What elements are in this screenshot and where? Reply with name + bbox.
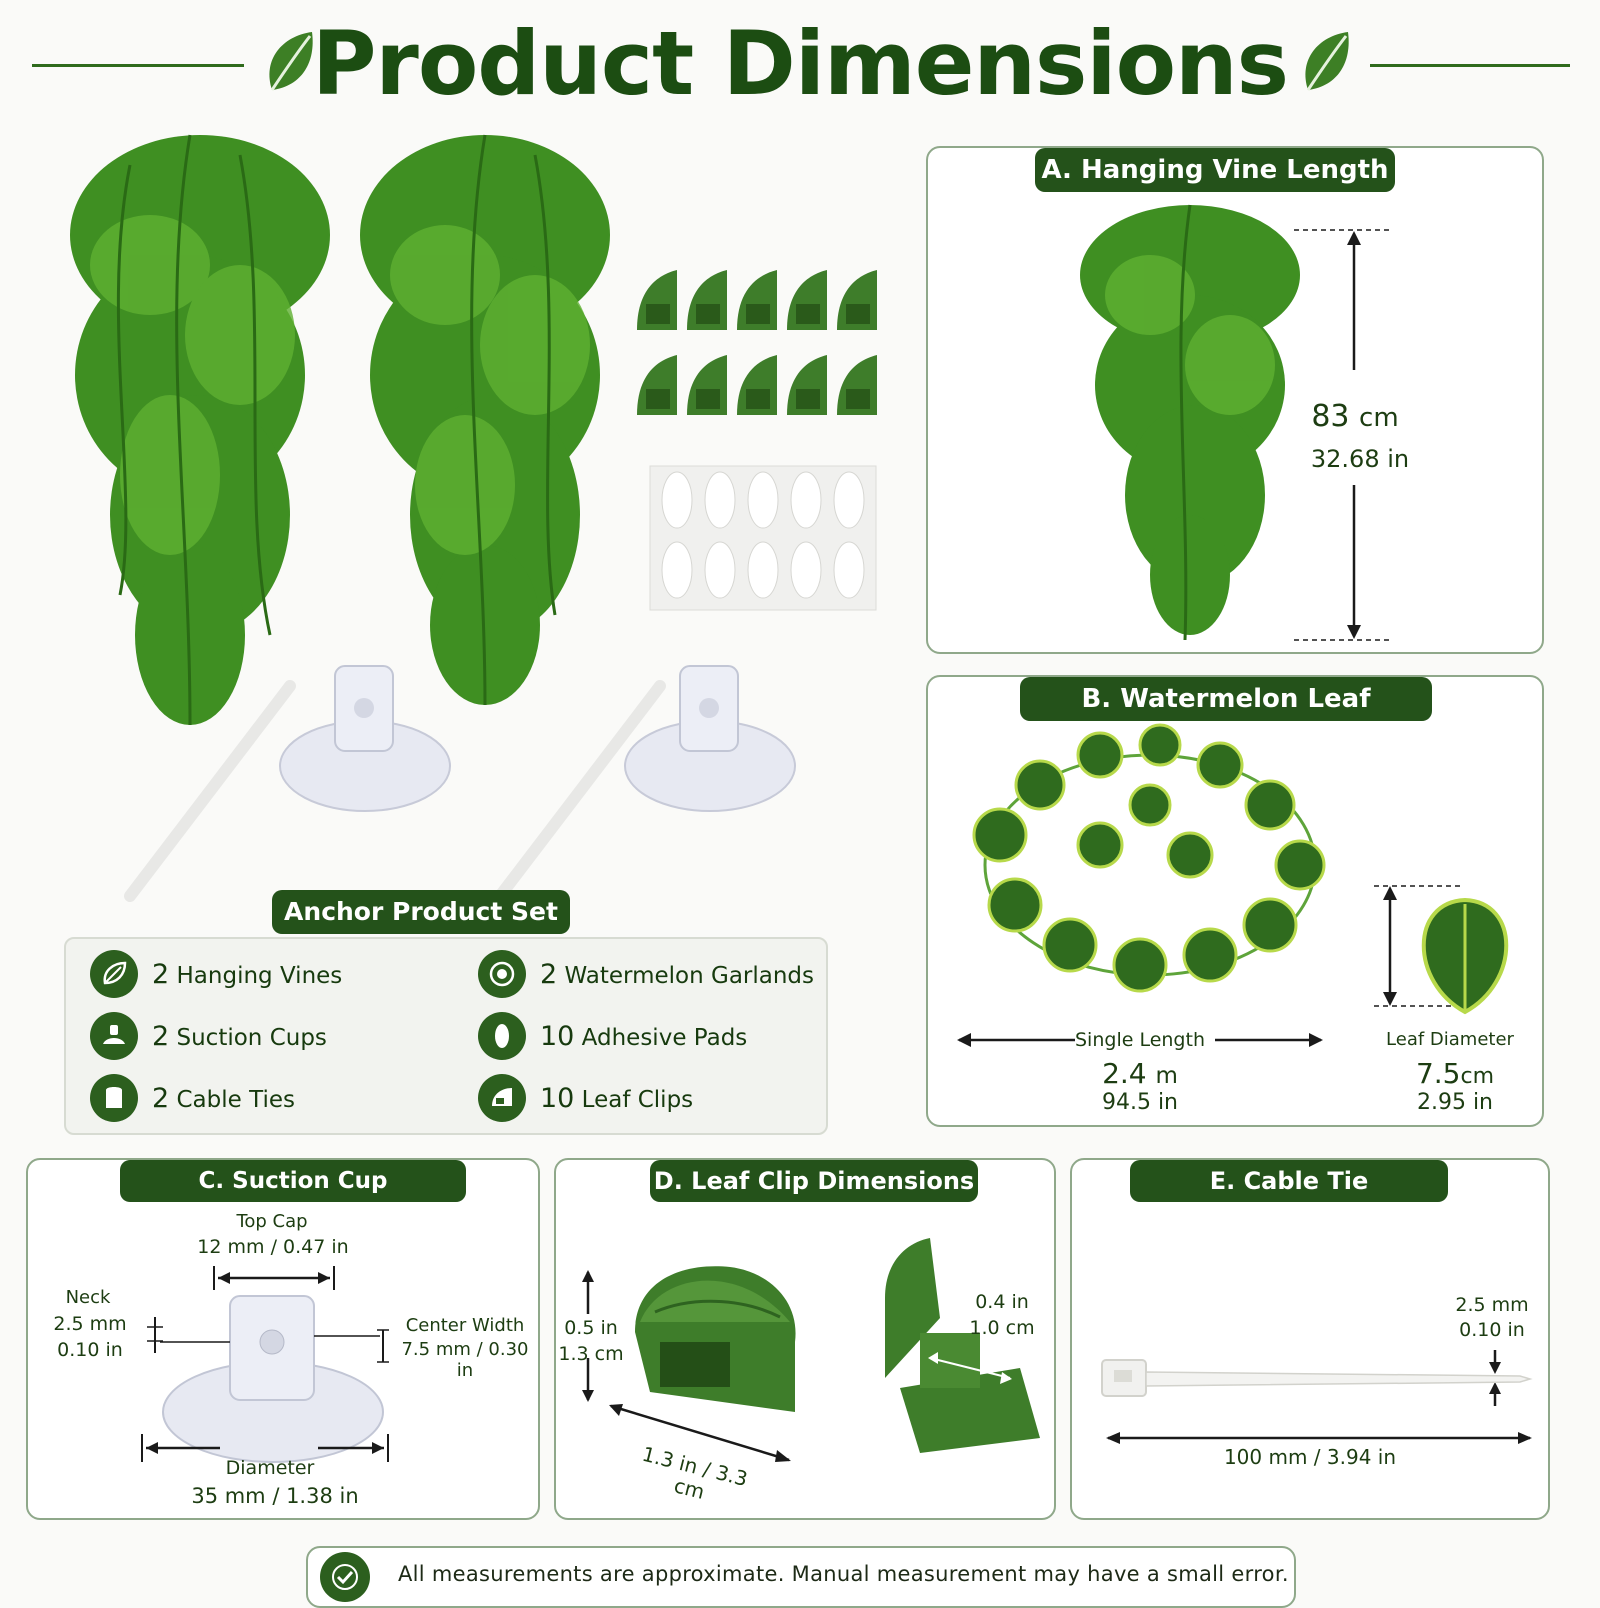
neck-mm: 2.5 mm (53, 1313, 127, 1335)
set-item-adhesive-pads: 10 Adhesive Pads (478, 1012, 747, 1060)
garland-icon (478, 950, 526, 998)
suction-cup-icon (90, 1012, 138, 1060)
suction-diameter-label: Diameter (225, 1457, 315, 1479)
clip-height-cm: 1.3 cm (558, 1343, 624, 1365)
clip-gap-in: 0.4 in (975, 1291, 1029, 1313)
panel-cable-tie-dimensions (1070, 1158, 1550, 1520)
hanging-vine-image (1080, 204, 1300, 641)
top-cap-value: 12 mm / 0.47 in (197, 1236, 349, 1258)
leaf-diameter-in: 2.95 in (1416, 1090, 1494, 1115)
item-label: Leaf Clips (581, 1086, 694, 1113)
cable-tie-icon (90, 1074, 138, 1122)
item-label: Adhesive Pads (581, 1024, 748, 1051)
vine-length-in: 32.68 in (1310, 445, 1410, 473)
suction-cup-image (124, 665, 451, 902)
anchor-set-box (64, 937, 828, 1135)
leaf-clip-open-image (885, 1238, 1040, 1453)
leaf-diameter-label: Leaf Diameter (1386, 1029, 1514, 1050)
page-title: Product Dimensions (311, 12, 1289, 115)
item-count: 2 (540, 958, 558, 990)
garland-length-in: 94.5 in (1101, 1090, 1179, 1115)
hanging-vine-image (70, 134, 330, 726)
clip-gap-cm: 1.0 cm (969, 1317, 1035, 1339)
center-width-label: Center Width (405, 1315, 525, 1336)
item-count: 2 (152, 1020, 170, 1052)
clip-height-in: 0.5 in (564, 1317, 618, 1339)
item-count: 2 (152, 1082, 170, 1114)
leaf-clip-height-dimension (582, 1270, 594, 1402)
item-label: Cable Ties (176, 1086, 295, 1113)
panel-b-title: B. Watermelon Leaf Garland (1020, 677, 1432, 758)
neck-in: 0.10 in (57, 1339, 123, 1361)
center-width-value: 7.5 mm / 0.30 in (401, 1339, 529, 1381)
item-label: Hanging Vines (176, 962, 343, 989)
item-count: 2 (152, 958, 170, 990)
leaf-icon (269, 32, 313, 91)
panel-e-title: E. Cable Tie Dimensions (1130, 1160, 1448, 1237)
leaf-diameter-cm: 7.5cm (1415, 1057, 1495, 1090)
item-count: 10 (540, 1082, 575, 1114)
anchor-set-title: Anchor Product Set (272, 890, 570, 934)
neck-label: Neck (65, 1287, 111, 1308)
set-item-leaf-clips: 10 Leaf Clips (478, 1074, 693, 1122)
suction-cup-image (494, 665, 796, 902)
title-rule-left (32, 64, 244, 67)
footer-note: All measurements are approximate. Manual… (398, 1562, 1289, 1586)
leaf-clip-icon (478, 1074, 526, 1122)
title-rule-right (1370, 64, 1570, 67)
hanging-vine-image (360, 134, 610, 706)
vine-length-dimension (1294, 229, 1390, 641)
tie-width-in: 0.10 in (1459, 1319, 1525, 1341)
adhesive-pads-image (649, 465, 877, 611)
set-item-cable-ties: 2 Cable Ties (90, 1074, 295, 1122)
leaf-icon (90, 950, 138, 998)
adhesive-pad-icon (478, 1012, 526, 1060)
set-item-hanging-vines: 2 Hanging Vines (90, 950, 342, 998)
single-length-label: Single Length (1075, 1029, 1205, 1051)
item-label: Watermelon Garlands (564, 962, 815, 989)
garland-image (972, 723, 1326, 993)
panel-d-title: D. Leaf Clip Dimensions (650, 1160, 978, 1202)
set-item-suction-cups: 2 Suction Cups (90, 1012, 327, 1060)
leaf-icon (1305, 32, 1349, 91)
leaf-clip-closed-image (635, 1266, 796, 1412)
neck-dimension (147, 1317, 163, 1353)
set-item-watermelon-garlands: 2 Watermelon Garlands (478, 950, 814, 998)
leaf-clips-image (637, 270, 877, 415)
panel-c-title: C. Suction Cup Dimensions (120, 1160, 466, 1236)
panel-a-title: A. Hanging Vine Length (1035, 148, 1395, 192)
suction-cup-diagram (141, 1266, 389, 1463)
single-length-dimension (957, 1033, 1323, 1047)
top-cap-label: Top Cap (236, 1211, 308, 1232)
center-width-dimension (377, 1329, 389, 1363)
tie-length-value: 100 mm / 3.94 in (1223, 1445, 1397, 1469)
garland-length-m: 2.4 m (1102, 1057, 1178, 1090)
suction-diameter-value: 35 mm / 1.38 in (191, 1484, 359, 1508)
cable-tie-diagram (1101, 1350, 1533, 1444)
tie-width-mm: 2.5 mm (1455, 1294, 1529, 1316)
vine-length-cm: 83 cm (1311, 399, 1399, 434)
leaf-clip-length-dimension (609, 1404, 791, 1462)
check-icon (320, 1552, 370, 1602)
item-count: 10 (540, 1020, 575, 1052)
item-label: Suction Cups (176, 1024, 327, 1051)
leaf-diameter-image (1374, 885, 1509, 1015)
